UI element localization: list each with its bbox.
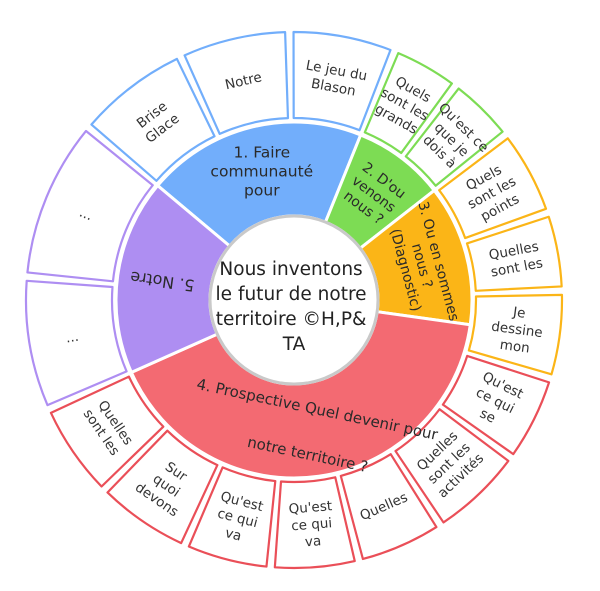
item-card-outline [292,30,392,132]
item-card-text: Jedessinemon [488,302,546,358]
item-card-outline [26,129,154,283]
item-card-outline [49,375,165,488]
section-1-item-card[interactable]: BriseGlace [90,57,216,182]
section-4-item-card[interactable]: Qu'estce quise [441,354,551,456]
item-card-outline [404,87,504,187]
item-card-text: Qu'estce quiva [288,498,335,551]
item-card-text: Qu'estce quiva [210,489,265,548]
section-3-item-card[interactable]: Quelssont lespoints [438,137,548,240]
item-card-outline [465,215,563,292]
item-card-outline [438,137,548,240]
section-1-label-line: communauté [210,162,313,180]
section-2-item-card[interactable]: Qu'est ceque jedois à [404,87,504,187]
item-card-outline [273,476,356,570]
section-4-item-card[interactable]: Qu'estce quiva [273,476,356,570]
item-card-line: se [477,405,498,426]
section-4-item-card[interactable]: Qu'estce quiva [187,466,277,568]
center-line-1: Nous inventons [219,259,362,280]
item-card-outline [183,31,290,135]
section-3-item-card[interactable]: Quellessont les [465,215,563,292]
section-3-item-card[interactable]: Jedessinemon [467,293,564,376]
item-card-outline [90,57,216,182]
item-card-outline [24,279,128,407]
item-card-line: Qu'est [288,498,333,517]
item-card-line: mon [499,337,531,357]
item-card-outline [106,429,219,545]
center-title: Nous inventons le futur de notre territo… [216,259,373,355]
item-card-line: dessine [490,319,543,342]
center-line-4: TA [282,334,306,355]
item-card-line: ce qui [291,515,333,534]
section-1-item-card[interactable]: Le jeu duBlason [292,30,392,132]
section-5-item-card[interactable]: ... [26,129,154,283]
item-card-line: ... [64,329,79,347]
item-card-line: va [223,525,243,545]
section-1-label-line: 1. Faire [234,143,291,161]
center-hub: Nous inventons le futur de notre territo… [208,214,380,386]
center-line-3: territoire ©H,P& [216,309,367,330]
item-card-line: Je [511,304,526,322]
item-card-outline [394,408,510,524]
section-1-label-line: pour [244,181,280,199]
section-5-item-card[interactable]: ... [24,279,128,407]
item-card-outline [187,466,277,568]
item-card-outline [339,453,438,561]
item-card-text: ... [77,205,95,225]
section-2-item-card[interactable]: Quelssont lesgrands [363,52,454,155]
section-4-item-card[interactable]: Surquoidevons [106,429,219,545]
item-card-outline [441,354,551,456]
item-card-line: va [304,533,321,550]
section-4-item-card[interactable]: Quellessont lesactivités [394,408,510,524]
section-4-item-card[interactable]: Quelles [339,453,438,561]
center-line-2: le futur de notre [216,284,367,305]
item-card-line: ... [77,205,95,225]
section-4-item-card[interactable]: Quellessont les [49,375,165,488]
section-1-item-card[interactable]: Notre [183,31,290,135]
center-circle [208,214,380,386]
item-card-outline [363,52,454,155]
item-card-outline [467,293,564,376]
item-card-text: ... [64,329,79,347]
